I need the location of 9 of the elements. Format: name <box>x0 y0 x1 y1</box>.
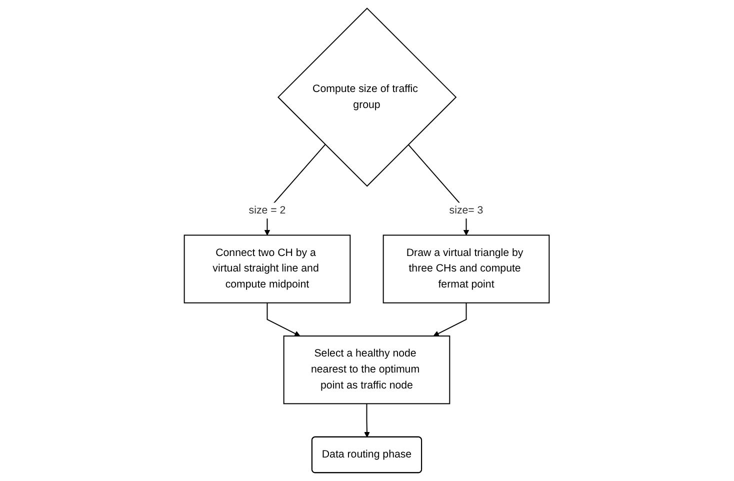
arrow <box>364 403 370 438</box>
node-diamond: Compute size of traffic group <box>278 8 457 187</box>
node-box: Connect two CH by a virtual straight line and compute midpoint <box>184 234 351 304</box>
edge-label: size = 2 <box>249 204 286 216</box>
arrow <box>434 302 467 336</box>
node-box: Draw a virtual triangle by three CHs and compute fermat point <box>383 234 550 304</box>
arrow <box>266 302 300 336</box>
node-box: Select a healthy node nearest to the optimum point as traffic node <box>284 336 450 404</box>
edge-label: size= 3 <box>450 204 484 216</box>
